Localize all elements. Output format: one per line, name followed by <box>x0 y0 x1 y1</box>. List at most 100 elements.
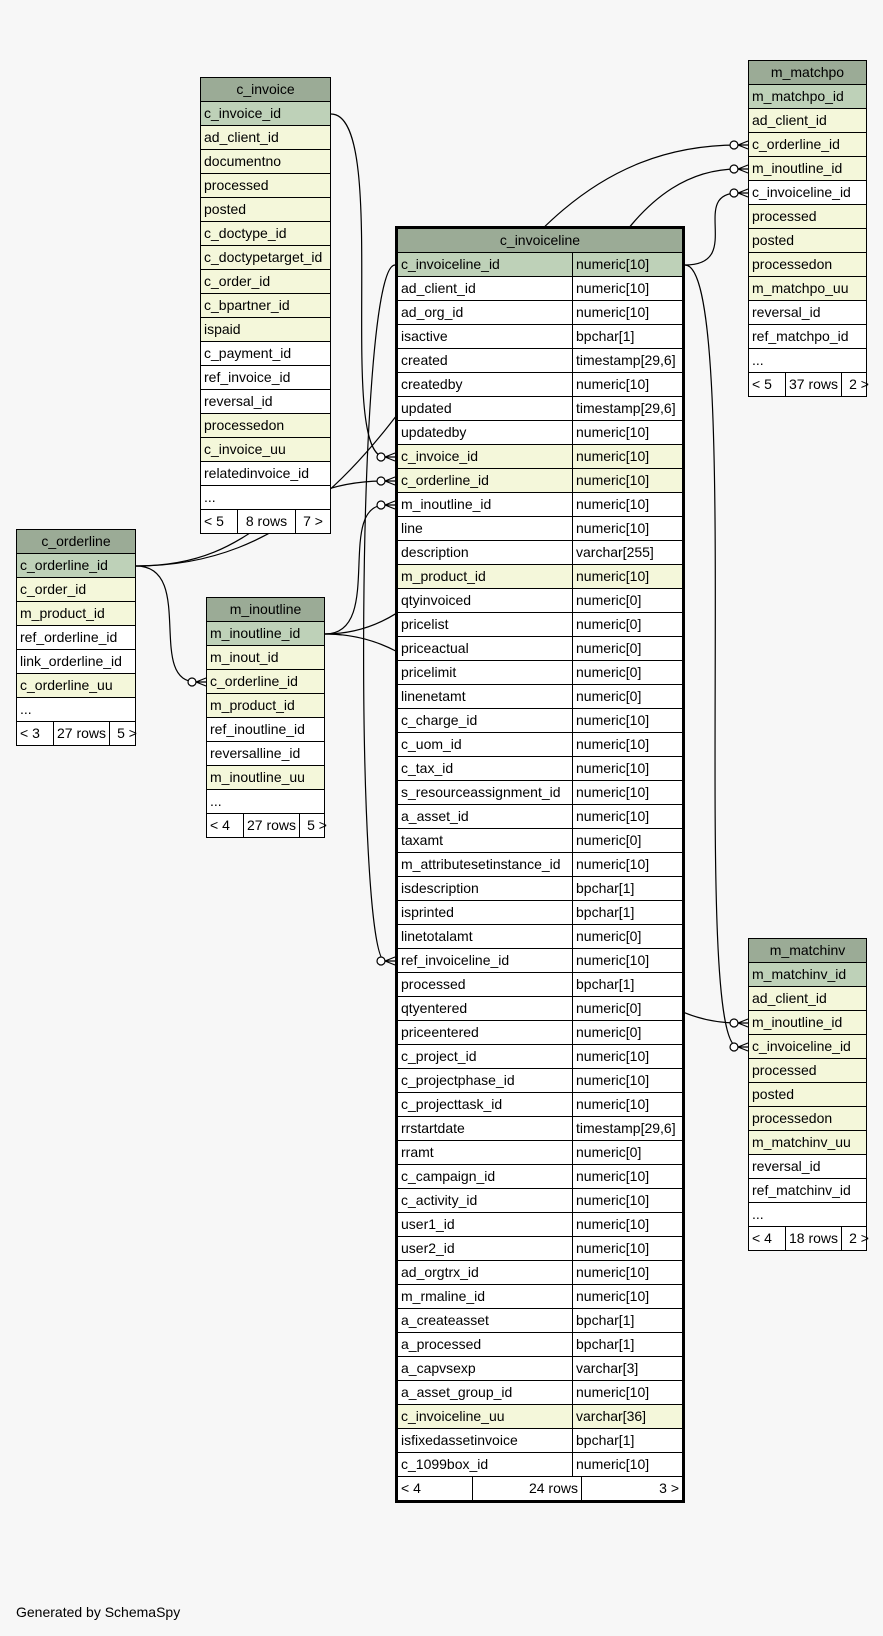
column-row[interactable]: c_orderline_id <box>17 554 135 578</box>
footer-rows[interactable]: 37 rows <box>785 373 841 396</box>
column-row[interactable]: c_payment_id <box>201 342 330 366</box>
column-row[interactable]: m_inoutline_id <box>207 622 324 646</box>
column-row[interactable]: processedon <box>749 253 866 277</box>
footer-rows[interactable]: 18 rows <box>785 1227 841 1250</box>
column-row[interactable]: ... <box>207 790 324 814</box>
column-row[interactable]: m_inoutline_uu <box>207 766 324 790</box>
column-row[interactable]: m_matchinv_uu <box>749 1131 866 1155</box>
column-row[interactable]: ad_client_id <box>749 987 866 1011</box>
column-row[interactable]: c_doctypetarget_id <box>201 246 330 270</box>
column-row[interactable]: processedon <box>201 414 330 438</box>
column-row[interactable]: c_order_id <box>201 270 330 294</box>
footer-parents[interactable]: < 3 <box>20 725 40 741</box>
column-row[interactable]: ... <box>749 1203 866 1227</box>
column-row[interactable]: c_invoice_uu <box>201 438 330 462</box>
column-row[interactable]: m_inoutline_id <box>749 1011 866 1035</box>
footer-children[interactable]: 2 > <box>841 1227 876 1250</box>
column-row[interactable]: c_bpartner_id <box>201 294 330 318</box>
column-row[interactable]: ref_inoutline_id <box>207 718 324 742</box>
column-row[interactable]: ref_matchinv_id <box>749 1179 866 1203</box>
column-row[interactable]: processedon <box>749 1107 866 1131</box>
footer-parents[interactable]: < 4 <box>210 817 230 833</box>
footer-children[interactable]: 7 > <box>295 510 330 533</box>
column-row[interactable]: link_orderline_id <box>17 650 135 674</box>
footer-parents[interactable]: < 4 <box>401 1480 421 1496</box>
footer-parents[interactable]: < 4 <box>752 1230 772 1246</box>
column-row[interactable]: relatedinvoice_id <box>201 462 330 486</box>
column-row[interactable]: m_matchpo_id <box>749 85 866 109</box>
column-row[interactable]: reversal_id <box>749 1155 866 1179</box>
footer-children[interactable]: 3 > <box>581 1477 682 1500</box>
footer-parents[interactable]: < 5 <box>204 513 224 529</box>
column-row[interactable]: c_orderline_uu <box>17 674 135 698</box>
footer-rows[interactable]: 24 rows <box>472 1477 581 1500</box>
column-row[interactable]: ... <box>17 698 135 722</box>
column-row[interactable]: c_orderline_id <box>749 133 866 157</box>
column-row[interactable]: ref_invoice_id <box>201 366 330 390</box>
column-row[interactable]: ispaid <box>201 318 330 342</box>
column-row[interactable]: documentno <box>201 150 330 174</box>
column-row[interactable]: m_matchpo_uu <box>749 277 866 301</box>
footer-children[interactable]: 2 > <box>841 373 876 396</box>
column-row[interactable]: m_product_id <box>17 602 135 626</box>
footer-children[interactable]: 5 > <box>299 814 334 837</box>
footer-rows[interactable]: 8 rows <box>237 510 295 533</box>
column-row[interactable]: posted <box>749 1083 866 1107</box>
column-row[interactable]: reversal_id <box>749 301 866 325</box>
column-row[interactable]: m_inoutline_id <box>749 157 866 181</box>
column-row[interactable]: ad_client_id <box>749 109 866 133</box>
footer-children[interactable]: 5 > <box>109 722 144 745</box>
column-row[interactable]: reversalline_id <box>207 742 324 766</box>
column-row[interactable]: ... <box>749 349 866 373</box>
column-row[interactable]: c_invoiceline_id <box>749 181 866 205</box>
column-row[interactable]: processed <box>201 174 330 198</box>
column-row[interactable]: c_invoice_id <box>201 102 330 126</box>
column-row[interactable]: c_doctype_id <box>201 222 330 246</box>
column-row[interactable]: c_invoiceline_id <box>749 1035 866 1059</box>
